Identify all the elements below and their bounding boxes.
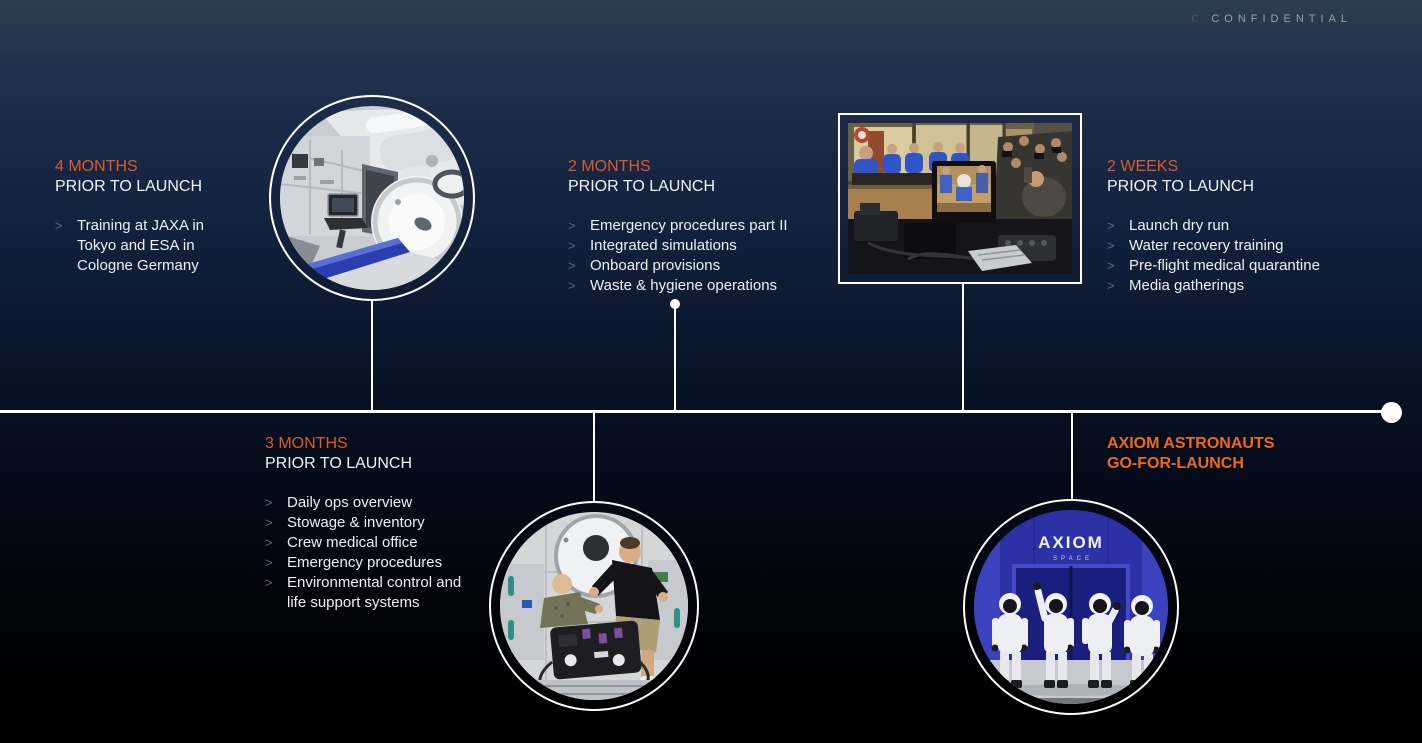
chevron-icon: > xyxy=(265,535,273,550)
bullet-item: > Stowage & inventory xyxy=(265,513,481,533)
bullet-text: Training at JAXA in Tokyo and ESA in Col… xyxy=(77,217,205,274)
bullet-item: > Daily ops overview xyxy=(265,493,481,513)
photo-frame-press-conference xyxy=(838,113,1082,284)
chevron-icon: > xyxy=(265,495,273,510)
bullet-item: > Crew medical office xyxy=(265,533,481,553)
milestone-subheading: GO-FOR-LAUNCH xyxy=(1107,455,1244,472)
bullet-text: Onboard provisions xyxy=(590,257,721,274)
bullet-item: > Water recovery training xyxy=(1107,236,1387,256)
connector-2-months xyxy=(674,304,676,411)
bullet-text: Emergency procedures part II xyxy=(590,217,788,234)
bullet-list: > Daily ops overview > Stowage & invento… xyxy=(265,493,481,613)
chevron-icon: > xyxy=(265,555,273,570)
milestone-heading: 4 MONTHS xyxy=(55,158,138,175)
milestone-heading: 2 MONTHS xyxy=(568,158,651,175)
milestone-heading: 2 WEEKS xyxy=(1107,158,1179,175)
chevron-icon: > xyxy=(568,238,576,253)
axiom-crew-walkout-image: AXIOM SPACE xyxy=(974,510,1168,704)
milestone-heading: 3 MONTHS xyxy=(265,435,348,452)
chevron-icon: > xyxy=(1107,238,1115,253)
milestone-2-weeks: 2 WEEKS PRIOR TO LAUNCH > Launch dry run… xyxy=(1107,157,1387,296)
bullet-text: Launch dry run xyxy=(1129,217,1230,234)
bullet-text: Crew medical office xyxy=(287,534,418,551)
bullet-text: Stowage & inventory xyxy=(287,514,425,531)
bullet-list: > Emergency procedures part II > Integra… xyxy=(568,216,806,296)
bullet-text: Pre-flight medical quarantine xyxy=(1129,257,1320,274)
milestone-go-for-launch: AXIOM ASTRONAUTS GO-FOR-LAUNCH xyxy=(1107,434,1367,474)
axiom-logo-text: AXIOM xyxy=(1038,533,1104,552)
bullet-item: > Emergency procedures xyxy=(265,553,481,573)
milestone-subheading: PRIOR TO LAUNCH xyxy=(568,178,715,195)
timeline-line xyxy=(0,410,1392,413)
bullet-text: Daily ops overview xyxy=(287,494,413,511)
photo-ring-iss-training xyxy=(489,501,699,711)
bullet-text: Media gatherings xyxy=(1129,277,1245,294)
bullet-item: > Training at JAXA in Tokyo and ESA in C… xyxy=(55,216,237,276)
milestone-subheading: PRIOR TO LAUNCH xyxy=(265,455,412,472)
bullet-text: Integrated simulations xyxy=(590,237,737,254)
chevron-icon: > xyxy=(55,218,63,233)
training-module-interior-image xyxy=(280,106,464,290)
bullet-list: > Launch dry run > Water recovery traini… xyxy=(1107,216,1387,296)
chevron-icon: > xyxy=(265,515,273,530)
milestone-2-months: 2 MONTHS PRIOR TO LAUNCH > Emergency pro… xyxy=(568,157,806,296)
chevron-icon: > xyxy=(568,278,576,293)
photo-ring-axiom-walkout: AXIOM SPACE xyxy=(963,499,1179,715)
connector-go-for-launch xyxy=(1071,413,1073,500)
photo-ring-training-module xyxy=(269,95,475,301)
connector-2-weeks xyxy=(962,284,964,411)
bullet-item: > Media gatherings xyxy=(1107,276,1387,296)
bullet-item: > Waste & hygiene operations xyxy=(568,276,806,296)
chevron-icon: > xyxy=(1107,218,1115,233)
bullet-text: Emergency procedures xyxy=(287,554,443,571)
milestone-subheading: PRIOR TO LAUNCH xyxy=(1107,178,1254,195)
training-module-interior-illustration xyxy=(280,106,464,290)
bullet-item: > Integrated simulations xyxy=(568,236,806,256)
axiom-crew-walkout-illustration: AXIOM SPACE xyxy=(974,510,1168,704)
bullet-item: > Pre-flight medical quarantine xyxy=(1107,256,1387,276)
bullet-item: > Environmental control and life support… xyxy=(265,573,481,613)
milestone-subheading: PRIOR TO LAUNCH xyxy=(55,178,202,195)
milestone-heading: AXIOM ASTRONAUTS xyxy=(1107,435,1275,452)
bullet-text: Waste & hygiene operations xyxy=(590,277,778,294)
confidential-label: C CONFIDENTIAL xyxy=(1191,13,1352,25)
connector-2-months-dot xyxy=(670,299,680,309)
connector-4-months xyxy=(371,301,373,411)
bullet-text: Environmental control and life support s… xyxy=(287,574,462,611)
connector-3-months xyxy=(593,413,595,502)
timeline-end-dot xyxy=(1381,402,1402,423)
confidential-prefix: C xyxy=(1191,13,1205,25)
bullet-item: > Launch dry run xyxy=(1107,216,1387,236)
bullet-item: > Emergency procedures part II xyxy=(568,216,806,236)
chevron-icon: > xyxy=(1107,278,1115,293)
axiom-logo-subtext: SPACE xyxy=(1053,556,1093,562)
confidential-text: CONFIDENTIAL xyxy=(1211,13,1352,25)
milestone-3-months: 3 MONTHS PRIOR TO LAUNCH > Daily ops ove… xyxy=(265,434,481,613)
chevron-icon: > xyxy=(265,575,273,590)
chevron-icon: > xyxy=(568,218,576,233)
chevron-icon: > xyxy=(1107,258,1115,273)
chevron-icon: > xyxy=(568,258,576,273)
press-conference-media-image xyxy=(848,123,1072,274)
iss-mockup-training-illustration xyxy=(500,512,688,700)
bullet-text: Water recovery training xyxy=(1129,237,1284,254)
bullet-item: > Onboard provisions xyxy=(568,256,806,276)
bullet-list: > Training at JAXA in Tokyo and ESA in C… xyxy=(55,216,237,276)
iss-mockup-training-image xyxy=(500,512,688,700)
milestone-4-months: 4 MONTHS PRIOR TO LAUNCH > Training at J… xyxy=(55,157,237,276)
